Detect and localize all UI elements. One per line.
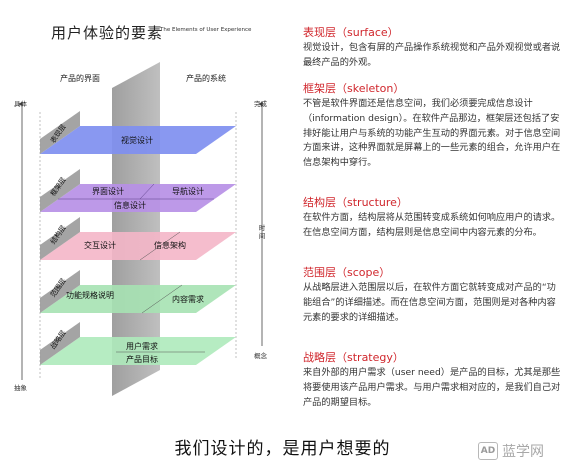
watermark-logo-icon: AD xyxy=(478,442,498,460)
layer-desc: 从战略层进入范围层以后，在软件方面它就转变成对产品的“功能组合”的详细描述。而在… xyxy=(303,282,556,323)
item-functional-specs: 功能规格说明 xyxy=(66,291,114,300)
item-interface-design: 界面设计 xyxy=(92,186,124,196)
axis-concept: 概念 xyxy=(254,352,267,360)
diagram-subtitle: The Elements of User Experience xyxy=(160,27,252,33)
item-information-design: 信息设计 xyxy=(114,200,146,210)
axis-concrete: 具体 xyxy=(14,100,27,108)
layer-title: 框架层（skeleton） xyxy=(303,82,405,95)
layer-desc: 不管是软件界面还是信息空间，我们必须要完成信息设计（information de… xyxy=(303,98,561,169)
layer-desc: 来自外部的用户需求（user need）是产品的目标，尤其是那些将要使用该产品用… xyxy=(303,367,561,408)
watermark: AD 蓝学网 xyxy=(478,440,560,462)
plane-skeleton xyxy=(40,169,236,212)
plane-scope xyxy=(40,270,236,314)
diagram-title: 用户体验的要素 xyxy=(51,24,164,42)
axis-abstract: 抽象 xyxy=(14,384,27,392)
plane-strategy xyxy=(40,322,236,365)
layer-desc: 在软件方面，结构层将从范围转变成系统如何响应用户的请求。在信息空间方面，结构层则… xyxy=(303,212,561,238)
planes-svg: 表现层 框架层 结构层 范围层 战略层 视觉设计 界面设计 导航设计 信息设计 … xyxy=(18,62,263,396)
plane-surface xyxy=(40,111,236,154)
item-navigation-design: 导航设计 xyxy=(172,186,204,196)
footer-caption: 我们设计的，是用户想要的 xyxy=(174,439,391,459)
header-product-system: 产品的系统 xyxy=(186,74,226,83)
layer-strategy: 战略层（strategy） 来自外部的用户需求（user need）是产品的目标… xyxy=(303,351,561,410)
item-content-requirements: 内容需求 xyxy=(172,294,204,304)
header-product-interface: 产品的界面 xyxy=(60,74,100,83)
layer-scope: 范围层（scope） 从战略层进入范围层以后，在软件方面它就转变成对产品的“功能… xyxy=(303,266,561,325)
layer-title: 表现层（surface） xyxy=(303,26,399,39)
axis-complete: 完成 xyxy=(254,100,267,108)
layer-desc: 视觉设计，包含有屏的产品操作系统视觉和产品外观视觉或者说最终产品的外观。 xyxy=(303,42,561,68)
layer-title: 结构层（structure） xyxy=(303,196,408,209)
ux-elements-diagram: 用户体验的要素 The Elements of User Experience … xyxy=(0,0,290,430)
axis-time: 时间 xyxy=(258,224,266,240)
item-visual-design: 视觉设计 xyxy=(121,135,153,145)
item-product-goals: 产品目标 xyxy=(126,354,158,364)
layer-structure: 结构层（structure） 在软件方面，结构层将从范围转变成系统如何响应用户的… xyxy=(303,196,561,241)
layer-surface: 表现层（surface） 视觉设计，包含有屏的产品操作系统视觉和产品外观视觉或者… xyxy=(303,26,561,71)
layer-title: 范围层（scope） xyxy=(303,266,391,279)
plane-structure xyxy=(40,217,236,261)
layer-skeleton: 框架层（skeleton） 不管是软件界面还是信息空间，我们必须要完成信息设计（… xyxy=(303,82,561,171)
watermark-text: 蓝学网 xyxy=(502,444,544,460)
item-interaction-design: 交互设计 xyxy=(84,240,116,250)
item-user-needs: 用户需求 xyxy=(126,341,158,351)
layer-title: 战略层（strategy） xyxy=(303,351,404,364)
item-information-architecture: 信息架构 xyxy=(154,240,186,250)
